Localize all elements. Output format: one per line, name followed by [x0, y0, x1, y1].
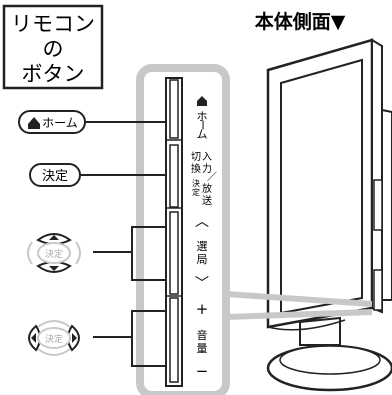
volume-bracket	[131, 310, 166, 367]
tv-ch-char: 局	[197, 253, 208, 266]
tv-home-char-3: ム	[197, 128, 208, 141]
tv-illustration	[266, 38, 392, 392]
arrow-up-icon	[49, 235, 59, 240]
remote-home-button[interactable]: ホーム	[18, 110, 86, 134]
side-panel-heading: 本体側面▼	[255, 10, 346, 33]
tv-ch-down-icon: ﹀	[195, 276, 209, 292]
home-icon	[28, 117, 40, 129]
arrow-right-icon	[72, 333, 77, 343]
tv-volume-label: + 音 量 −	[196, 300, 209, 380]
remote-label-line1: リモコン	[11, 12, 95, 36]
tv-input-char: 決	[192, 178, 200, 188]
remote-dpad-volume[interactable]: 決定	[28, 320, 80, 356]
home-icon	[197, 96, 207, 106]
tv-vol-minus-icon: −	[196, 362, 209, 380]
tv-input-char: 入	[202, 152, 212, 163]
callout-connector-top	[225, 291, 373, 307]
remote-kettei-label: 決定	[42, 169, 68, 184]
tv-input-char: 定	[192, 187, 200, 197]
tv-home-label: ホ ー ム	[196, 96, 209, 141]
remote-label-line2: の	[43, 37, 64, 61]
tv-ch-up-icon: ︿	[195, 214, 209, 230]
remote-kettei-button[interactable]: 決定	[29, 163, 81, 187]
arrow-down-icon	[49, 266, 59, 271]
tv-home-char-1: ホ	[197, 110, 208, 123]
tv-vol-plus-icon: +	[196, 300, 209, 318]
tv-vol-char: 量	[197, 342, 208, 355]
tv-input-char: 力	[202, 162, 212, 175]
dpad-center-label: 決定	[45, 248, 63, 260]
tv-channel-label: ︿ 選 局 ﹀	[195, 214, 209, 292]
channel-bracket	[131, 226, 166, 281]
remote-home-label: ホーム	[42, 116, 78, 130]
dpad-center-label: 決定	[45, 333, 63, 345]
tv-input-char: 換	[191, 163, 201, 175]
tv-home-char-2: ー	[196, 120, 209, 131]
remote-dpad-channel[interactable]: 決定	[27, 233, 81, 273]
remote-buttons-label-box: リモコン の ボタン	[2, 4, 104, 90]
tv-input-char: 送	[202, 194, 212, 207]
tv-side-button-strip	[165, 77, 183, 387]
tv-vol-char: 音	[197, 328, 208, 342]
tv-ch-char: 選	[197, 240, 208, 253]
tv-input-char: 放	[202, 182, 212, 195]
tv-input-slash: ／	[207, 171, 217, 183]
tv-input-label: 切 換 入 力 決 定 ／ 放 送	[191, 151, 217, 207]
callout-connector-bottom	[225, 309, 373, 320]
arrow-left-icon	[31, 333, 36, 343]
remote-label-line3: ボタン	[22, 62, 85, 86]
tv-input-char: 切	[191, 151, 201, 163]
